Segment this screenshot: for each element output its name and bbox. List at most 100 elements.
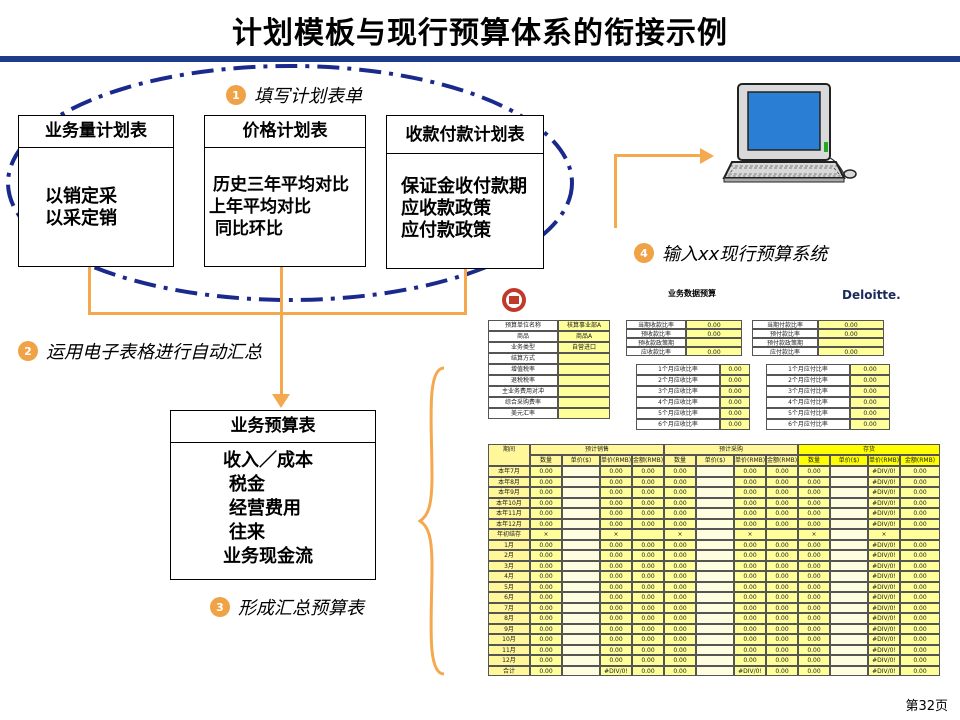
- sheet-value-cell: 0.00: [632, 624, 664, 635]
- sheet-value-cell: [562, 571, 600, 582]
- sheet-value-cell: 0.00: [766, 561, 798, 572]
- sheet-value-cell: 0.00: [632, 550, 664, 561]
- sheet-header-cell: 金额(RMB): [766, 455, 798, 466]
- sheet-value-cell: 0.00: [686, 347, 742, 356]
- sheet-month-cell: 10月: [488, 634, 530, 645]
- sheet-value-cell: 0.00: [632, 498, 664, 509]
- sheet-value-cell: 0.00: [766, 550, 798, 561]
- sheet-value-cell: 0.00: [850, 419, 890, 430]
- sheet-value-cell: 0.00: [900, 624, 940, 635]
- sheet-value-cell: 0.00: [530, 624, 562, 635]
- sheet-value-cell: [558, 397, 610, 408]
- sheet-value-cell: 0.00: [734, 655, 766, 666]
- sheet-value-cell: 0.00: [900, 498, 940, 509]
- sheet-value-cell: 0.00: [600, 655, 632, 666]
- sheet-value-cell: 0.00: [734, 582, 766, 593]
- sheet-value-cell: 0.00: [798, 582, 830, 593]
- sheet-value-cell: [558, 364, 610, 375]
- sheet-value-cell: 0.00: [632, 466, 664, 477]
- sheet-value-cell: 0.00: [734, 487, 766, 498]
- sheet-value-cell: [830, 624, 868, 635]
- sheet-value-cell: 0.00: [600, 592, 632, 603]
- sheet-value-cell: 0.00: [818, 320, 884, 329]
- sheet-value-cell: ×: [798, 529, 830, 540]
- sheet-value-cell: [562, 603, 600, 614]
- sheet-label-cell: 增值税率: [488, 364, 558, 375]
- sheet-value-cell: 0.00: [798, 624, 830, 635]
- sheet-label-cell: 2个月应收比率: [636, 375, 720, 386]
- sheet-value-cell: 0.00: [798, 550, 830, 561]
- sheet-value-cell: ×: [600, 529, 632, 540]
- budget-line: 业务现金流: [223, 545, 375, 569]
- sheet-value-cell: 0.00: [530, 477, 562, 488]
- sheet-value-cell: 0.00: [766, 582, 798, 593]
- sheet-value-cell: 0.00: [734, 613, 766, 624]
- sheet-value-cell: [562, 582, 600, 593]
- sheet-value-cell: 0.00: [900, 487, 940, 498]
- sheet-value-cell: 0.00: [766, 666, 798, 677]
- sheet-value-cell: [696, 571, 734, 582]
- sheet-value-cell: 0.00: [850, 408, 890, 419]
- sheet-value-cell: 0.00: [734, 592, 766, 603]
- sheet-value-cell: 0.00: [766, 487, 798, 498]
- sheet-value-cell: [696, 508, 734, 519]
- sheet-value-cell: 0.00: [766, 655, 798, 666]
- sheet-value-cell: 0.00: [686, 320, 742, 329]
- sheet-header-cell: 数量: [798, 455, 830, 466]
- sheet-value-cell: #DIV/0!: [868, 508, 900, 519]
- sheet-label-cell: 应付款比率: [752, 347, 818, 356]
- sheet-header-cell: 金额(RMB): [632, 455, 664, 466]
- sheet-header-cell: 金额(RMB): [900, 455, 940, 466]
- sheet-value-cell: 0.00: [734, 634, 766, 645]
- sheet-value-cell: #DIV/0!: [868, 477, 900, 488]
- sheet-month-cell: 5月: [488, 582, 530, 593]
- sheet-label-cell: 4个月应收比率: [636, 397, 720, 408]
- sheet-value-cell: 0.00: [632, 666, 664, 677]
- sheet-value-cell: 0.00: [664, 645, 696, 656]
- plan-line: 历史三年平均对比: [209, 174, 365, 196]
- sheet-label-cell: 预付款比率: [752, 329, 818, 338]
- sheet-value-cell: 0.00: [530, 561, 562, 572]
- sheet-value-cell: [562, 613, 600, 624]
- sheet-value-cell: 0.00: [600, 645, 632, 656]
- step-number: 2: [18, 341, 38, 361]
- sheet-value-cell: 0.00: [900, 466, 940, 477]
- sheet-value-cell: 0.00: [734, 540, 766, 551]
- sheet-value-cell: 0.00: [664, 624, 696, 635]
- sheet-header-cell: 单价(RMB): [868, 455, 900, 466]
- sheet-value-cell: 0.00: [530, 571, 562, 582]
- sheet-value-cell: 0.00: [664, 487, 696, 498]
- sheet-value-cell: [696, 624, 734, 635]
- sheet-value-cell: ×: [734, 529, 766, 540]
- sheet-value-cell: 0.00: [766, 603, 798, 614]
- sheet-value-cell: [632, 529, 664, 540]
- sheet-value-cell: 0.00: [798, 634, 830, 645]
- sheet-value-cell: 0.00: [530, 498, 562, 509]
- sheet-value-cell: 0.00: [734, 508, 766, 519]
- sheet-value-cell: #DIV/0!: [868, 498, 900, 509]
- sheet-value-cell: ×: [664, 529, 696, 540]
- sheet-value-cell: [558, 353, 610, 364]
- step-number: 3: [210, 597, 230, 617]
- sheet-header-cell: 数量: [664, 455, 696, 466]
- step-4: 4输入xx现行预算系统: [634, 240, 827, 266]
- sheet-label-cell: 结算方式: [488, 353, 558, 364]
- sheet-value-cell: [696, 666, 734, 677]
- sheet-value-cell: 0.00: [600, 498, 632, 509]
- sheet-value-cell: [696, 582, 734, 593]
- sheet-value-cell: [558, 408, 610, 419]
- sheet-value-cell: 0.00: [530, 613, 562, 624]
- sheet-value-cell: [696, 529, 734, 540]
- sheet-value-cell: #DIV/0!: [868, 603, 900, 614]
- sheet-value-cell: 0.00: [850, 375, 890, 386]
- sheet-month-cell: 6月: [488, 592, 530, 603]
- sheet-value-cell: 0.00: [632, 634, 664, 645]
- sheet-value-cell: [818, 338, 884, 347]
- sheet-label-cell: 预收款比率: [626, 329, 686, 338]
- sheet-value-cell: 0.00: [664, 655, 696, 666]
- sheet-value-cell: [830, 666, 868, 677]
- sheet-value-cell: 0.00: [766, 592, 798, 603]
- connector-line: [88, 312, 467, 315]
- plan-box-title: 价格计划表: [205, 116, 365, 148]
- sheet-value-cell: 0.00: [664, 561, 696, 572]
